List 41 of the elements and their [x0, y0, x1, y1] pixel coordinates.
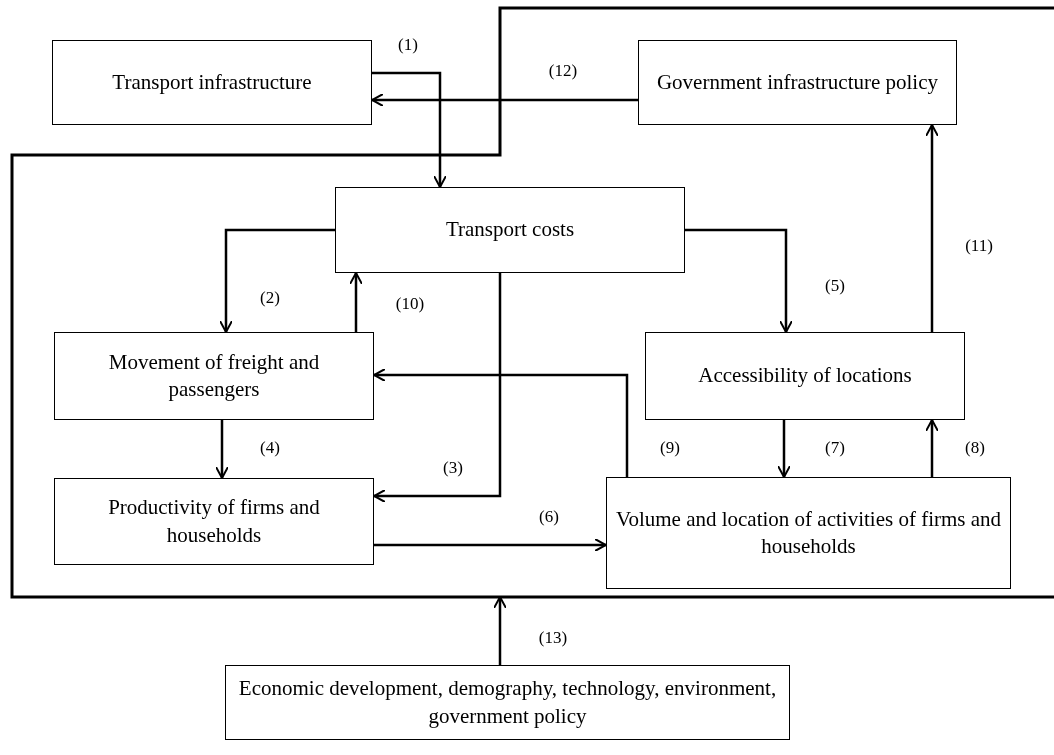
arrow [371, 93, 638, 107]
box-text: Government infrastructure policy [656, 68, 939, 96]
arrow [925, 419, 939, 477]
arrow [373, 273, 502, 503]
box-text: Transport costs [445, 216, 575, 244]
box-text: Economic development, demography, technology, environment, government policy [237, 675, 778, 730]
edge-label: (11) [963, 236, 995, 254]
process-box [638, 40, 957, 125]
arrow [925, 124, 939, 332]
arrow [349, 272, 363, 332]
arrow [215, 420, 229, 479]
edge-label: (9) [658, 438, 682, 456]
box-text: Movement of freight and passengers [107, 348, 321, 403]
process-box [606, 477, 1011, 589]
edge-label: (4) [258, 438, 282, 456]
box-text: Volume and location of activities of firms and households [615, 505, 1002, 560]
edge-label: (3) [441, 458, 465, 476]
edge-label: (10) [393, 294, 427, 312]
arrow [374, 538, 607, 552]
box-text: Productivity of firms and households [107, 494, 321, 549]
arrow [777, 420, 791, 478]
edge-label: (12) [546, 61, 580, 79]
arrow [373, 368, 629, 477]
box-text: Accessibility of locations [698, 362, 912, 390]
process-box [225, 665, 790, 740]
arrow [493, 596, 507, 665]
process-box [645, 332, 965, 420]
arrow [372, 71, 447, 188]
edge-label: (13) [536, 628, 570, 646]
arrow [685, 228, 793, 333]
process-box [335, 187, 685, 273]
process-box [54, 332, 374, 420]
edge-label: (8) [963, 438, 987, 456]
edge-label: (6) [537, 507, 561, 525]
box-text: Transport infrastructure [112, 68, 312, 96]
edge-label: (5) [823, 276, 847, 294]
edge-label: (1) [396, 35, 420, 53]
arrow [219, 228, 335, 333]
edge-label: (2) [258, 288, 282, 306]
process-box [54, 478, 374, 565]
edge-label: (7) [823, 438, 847, 456]
